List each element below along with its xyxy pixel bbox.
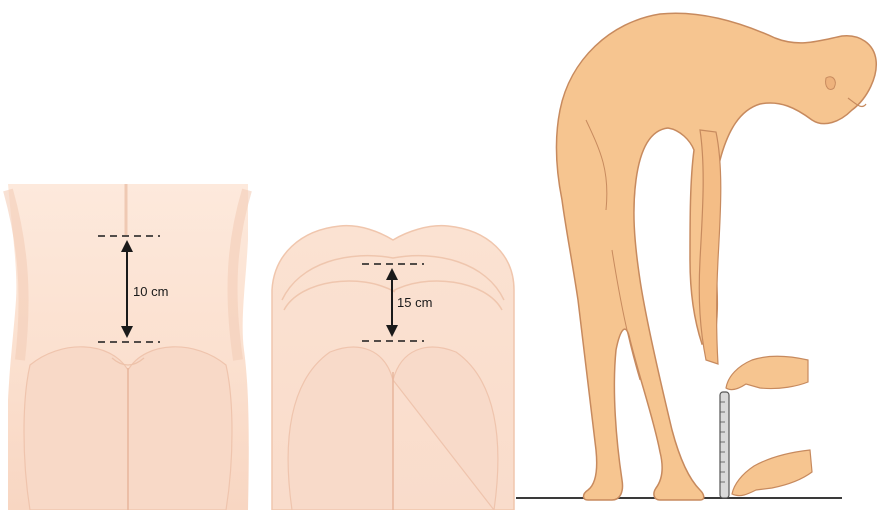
flexed-measurement-label: 15 cm (397, 295, 432, 310)
upright-right-buttock (128, 347, 232, 510)
upright-left-buttock (24, 347, 128, 510)
examiner-upper-hand (726, 356, 808, 389)
bent-figure-ear (826, 77, 836, 90)
upright-measurement-label: 10 cm (133, 284, 168, 299)
finger-floor-panel (516, 13, 876, 500)
upright-back-panel: 10 cm (8, 184, 249, 510)
bent-figure-arm (699, 130, 721, 364)
examiner-lower-hand (732, 450, 812, 496)
flexed-back-panel: 15 cm (272, 226, 514, 510)
